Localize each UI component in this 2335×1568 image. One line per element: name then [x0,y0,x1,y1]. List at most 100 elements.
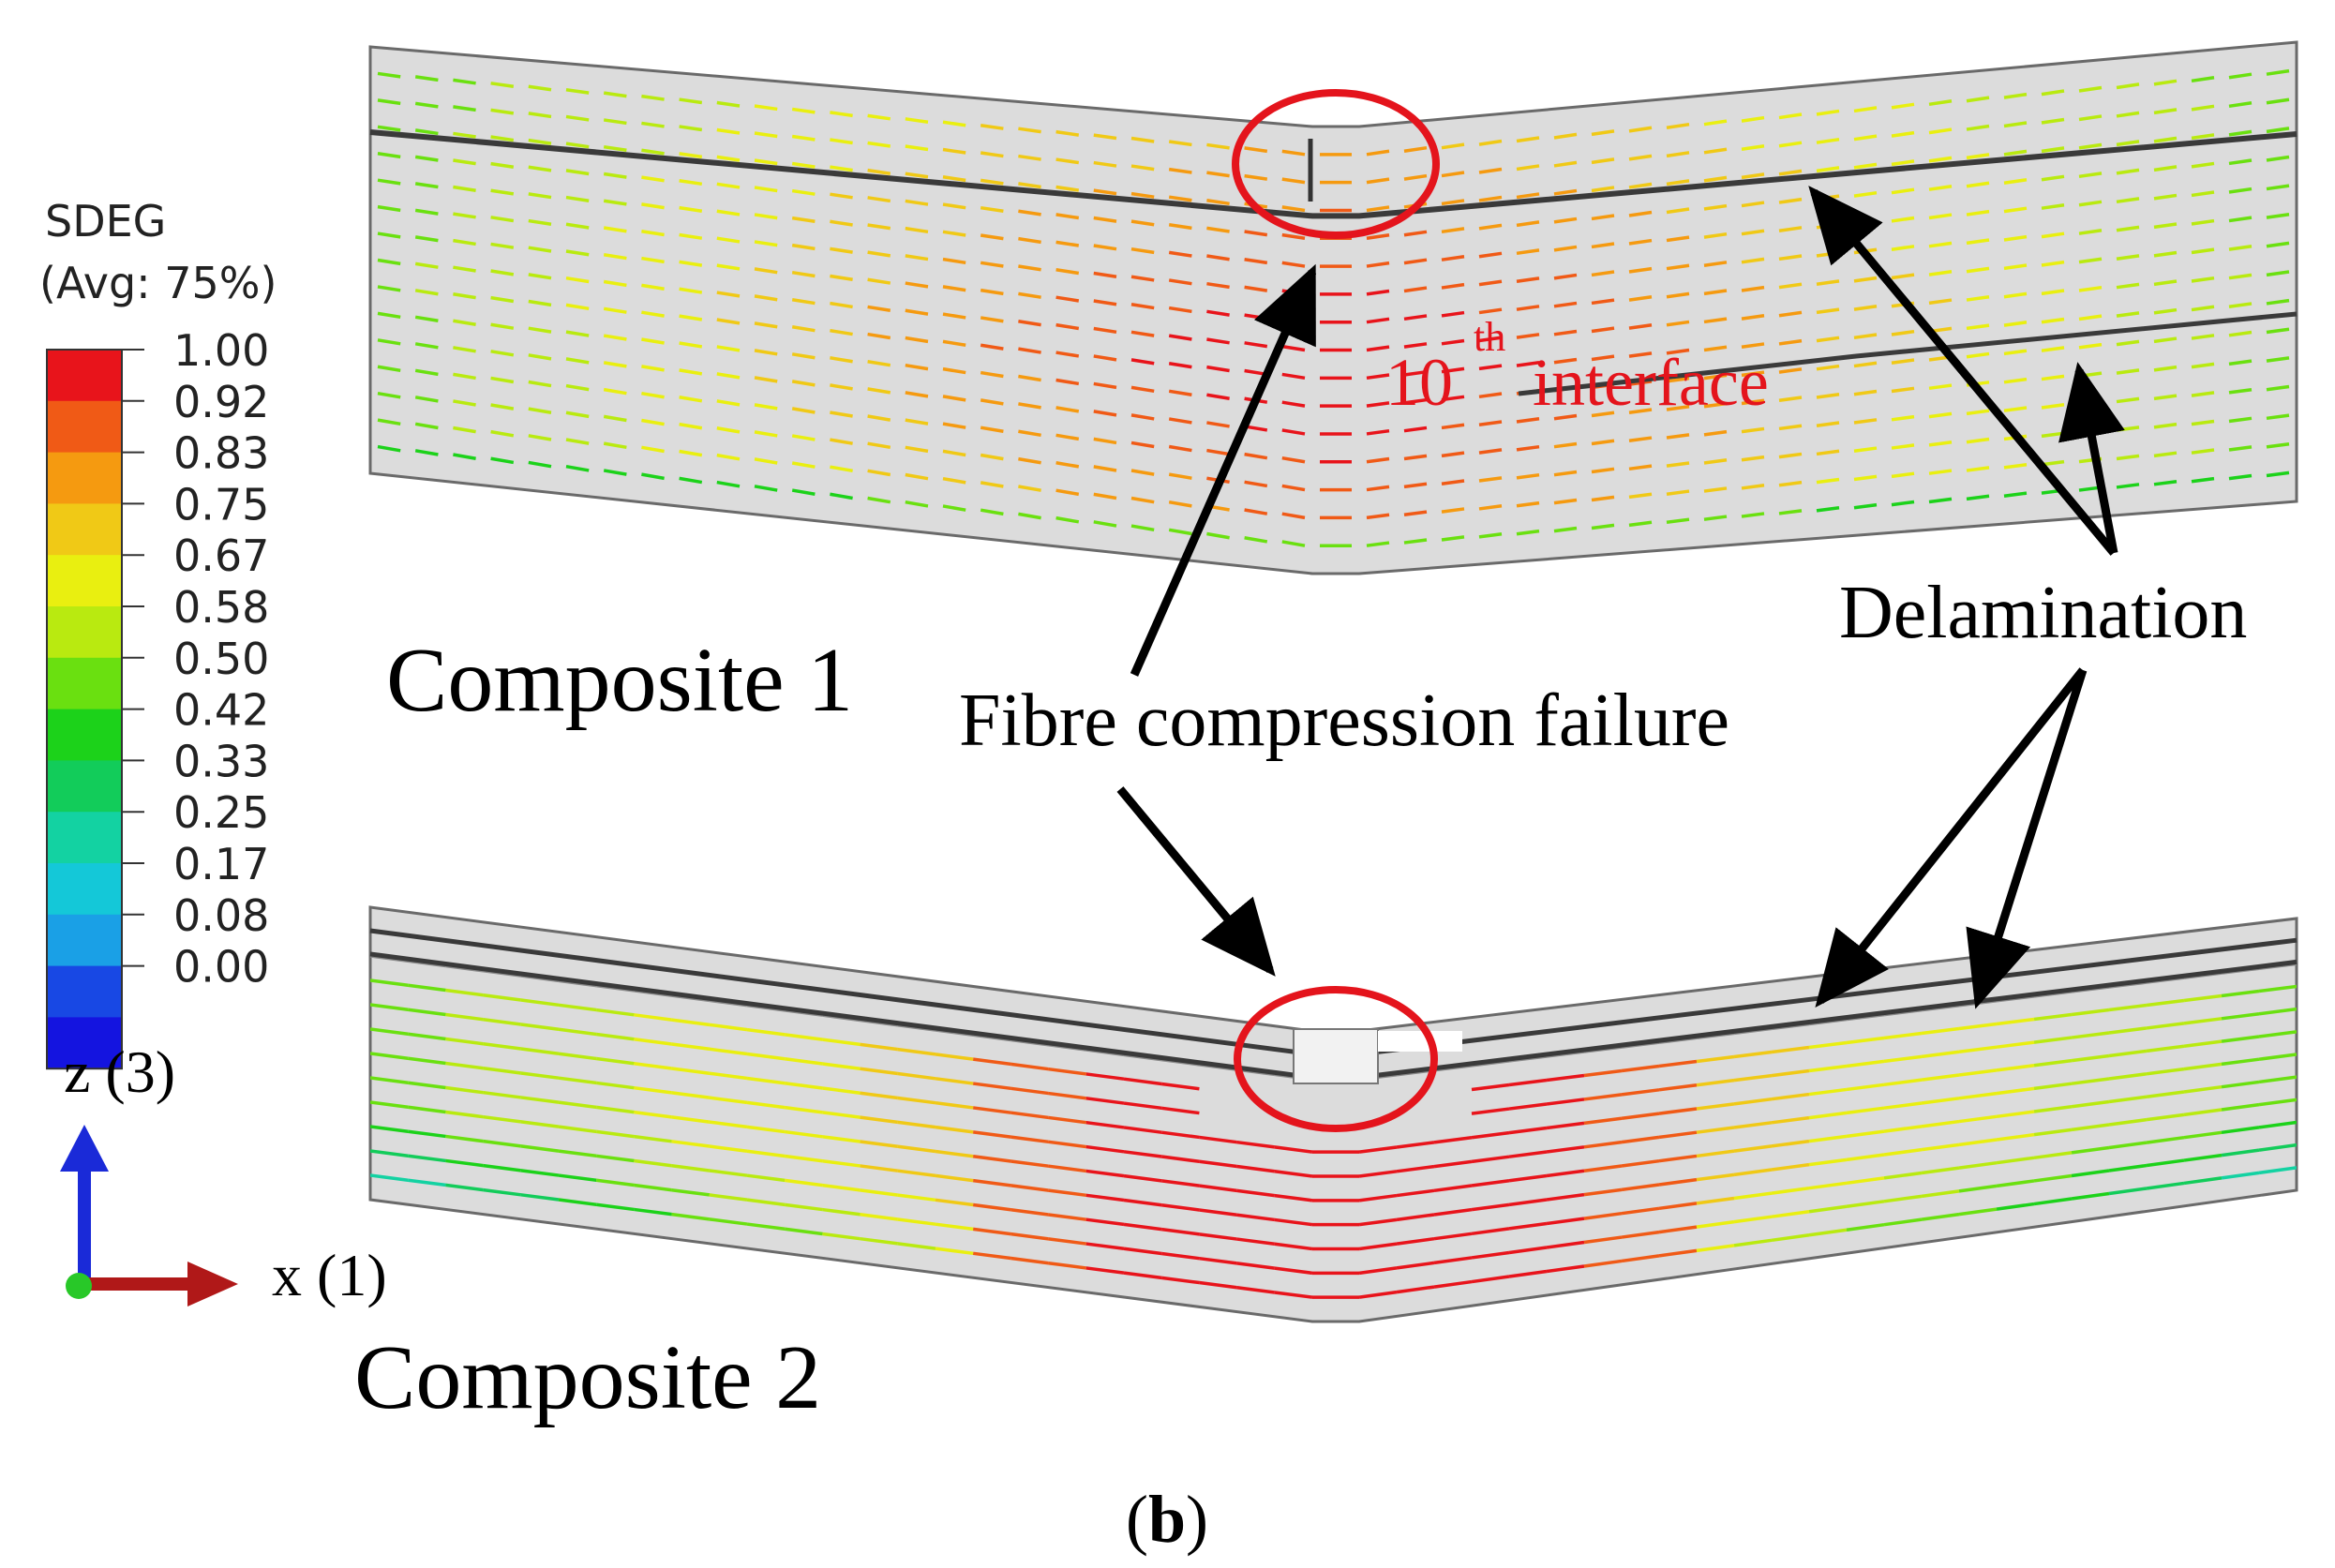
ply-segment [1168,528,1192,536]
ply-segment [746,1149,786,1158]
ply-segment [1778,141,1803,148]
ply-segment [490,403,515,411]
ply-segment [558,1027,597,1037]
ply-segment [483,1066,522,1075]
ply-segment [565,195,590,202]
ply-segment [528,192,552,200]
ply-segment [1771,1139,1810,1148]
ply-segment [2183,993,2223,1003]
ply-segment [791,107,816,114]
ply-segment [634,1013,672,1022]
ply-segment [1771,1186,1810,1195]
ply-segment [2033,1012,2073,1022]
ply-segment [1478,251,1503,259]
ply-segment [716,236,741,244]
ply-segment [1403,314,1428,321]
ply-segment [1206,199,1230,206]
ply-segment [528,326,552,334]
ply-segment [453,291,476,300]
ply-segment [1441,199,1465,206]
ply-segment [791,161,816,169]
ply-segment [1808,1087,1848,1097]
ply-segment [1996,1086,2035,1096]
ply-segment [453,453,476,460]
ply-segment [1123,1198,1162,1207]
ply-segment [1396,1141,1435,1149]
legend-level-label: 0.08 [173,890,269,941]
ply-segment [2033,1127,2073,1137]
ply-segment [942,312,966,320]
composite-2-beam [368,905,2298,1323]
ply-segment [1583,1235,1623,1245]
ply-segment [1853,361,1878,368]
ply-segment [1921,1050,1960,1059]
ply-segment [2153,79,2178,86]
ply-segment [1274,1170,1313,1178]
ply-segment [1018,429,1041,438]
ply-segment [1741,370,1765,378]
ply-segment [905,199,929,206]
ply-segment [1366,149,1390,157]
ply-segment [897,1217,936,1226]
ply-segment [1666,517,1690,525]
ply-segment [2041,203,2065,210]
ply-segment [754,131,778,139]
ply-segment [377,365,401,373]
ply-segment [2071,1008,2110,1017]
ply-segment [1696,1196,1735,1205]
ply-segment [1853,474,1878,482]
ply-segment [595,1056,635,1066]
failure-circle-bottom [1234,986,1438,1132]
ply-segment [1199,1256,1237,1265]
ply-segment [716,480,741,488]
ply-segment [641,175,665,183]
ply-segment [1206,448,1230,456]
ply-segment [1168,417,1192,425]
ply-segment [1018,512,1041,520]
legend-colorbar [46,349,123,1070]
ply-segment [860,1091,899,1100]
legend-swatch [47,350,122,402]
ply-segment [1085,1120,1125,1129]
ply-segment [1928,411,1953,419]
ply-segment [2191,448,2215,455]
ply-segment [1816,393,1840,399]
ply-segment [2116,339,2140,347]
ply-segment [1199,1159,1237,1169]
ply-segment [1471,1275,1510,1284]
ply-segment [1703,515,1728,521]
ply-segment [2078,342,2103,350]
ply-segment [1591,214,1615,221]
ply-segment [1478,504,1503,511]
ply-segment [1621,1206,1660,1216]
ply-segment [1628,238,1653,246]
ply-segment [1366,177,1390,185]
ply-segment [2228,101,2253,109]
legend-swatch [47,709,122,761]
ply-segment [905,117,929,124]
ply-segment [1778,169,1803,176]
ply-segment [822,1232,861,1241]
ply-segment [830,246,853,254]
ply-segment [1433,1136,1473,1144]
ply-segment [1206,171,1230,178]
ply-segment [641,148,665,156]
ply-segment [867,168,891,175]
ply-segment [1996,1064,2035,1072]
ply-segment [905,254,929,261]
ply-segment [1281,400,1306,408]
ply-segment [1778,367,1803,374]
ply-segment [1366,456,1390,464]
ply-segment [1160,1082,1200,1091]
ply-segment [754,349,778,356]
ply-segment [2228,445,2253,452]
ply-segment [679,287,703,294]
ply-segment [1478,476,1503,483]
axis-origin-icon [66,1273,92,1299]
ply-segment [2183,1017,2223,1025]
ply-segment [2221,1148,2260,1157]
ply-segment [520,1193,560,1202]
ply-segment [1658,1083,1698,1092]
ply-segment [822,1183,861,1192]
ply-segment [1696,1172,1735,1182]
